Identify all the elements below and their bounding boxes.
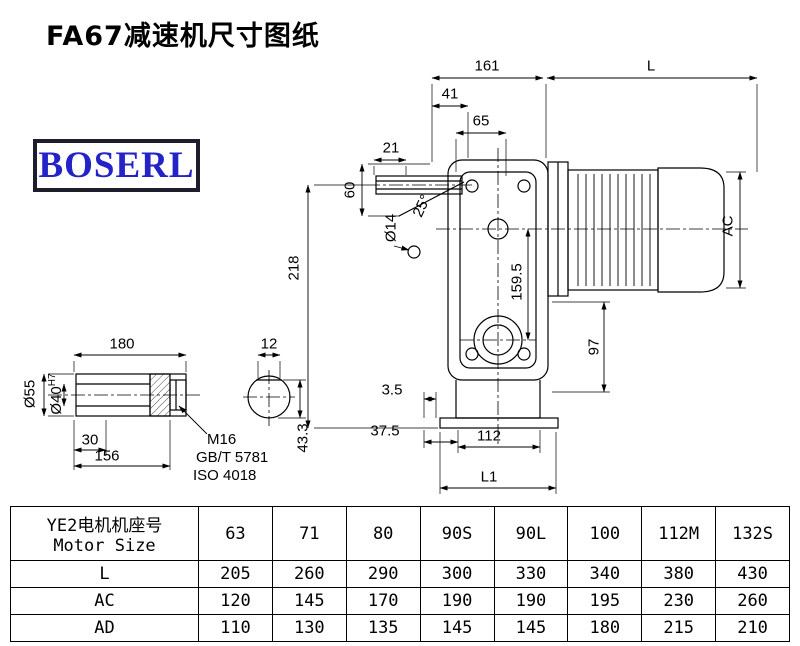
- table-cell: 260: [271, 560, 347, 588]
- dim-dia40-tolerance: H7: [47, 373, 58, 387]
- table-cell: 205: [198, 560, 273, 588]
- row-label: AC: [10, 587, 199, 615]
- page-title: FA67减速机尺寸图纸: [46, 21, 320, 52]
- table-cell: 120: [198, 587, 273, 615]
- dim-dia55: Ø55: [21, 379, 39, 409]
- dim-159-5: 159.5: [508, 263, 526, 301]
- dim-AC: AC: [719, 215, 737, 237]
- dim-180: 180: [109, 335, 135, 353]
- table-cell: 100: [567, 506, 643, 561]
- main-view-housing: [375, 159, 559, 429]
- table-cell: 340: [567, 560, 643, 588]
- table-cell: 90S: [419, 506, 495, 561]
- dim-65: 65: [472, 112, 490, 130]
- table-cell: 145: [271, 587, 347, 615]
- table-cell: 210: [715, 614, 790, 642]
- row-label: L: [10, 560, 199, 588]
- table-cell: 190: [493, 587, 569, 615]
- dim-dia14: Ø14: [382, 213, 400, 243]
- dim-dia40h7: Ø40H7: [47, 373, 65, 415]
- header-label-en: Motor Size: [53, 536, 156, 556]
- note-thread-m16: M16: [207, 431, 237, 448]
- dim-156: 156: [94, 447, 120, 465]
- dim-L: L: [646, 57, 656, 75]
- table-cell: 130: [271, 614, 347, 642]
- table-cell: 145: [419, 614, 495, 642]
- dim-161: 161: [474, 57, 500, 75]
- table-cell: 71: [271, 506, 347, 561]
- leader-lines: [178, 245, 410, 435]
- note-standard-gbt: GB/T 5781: [196, 449, 269, 466]
- gearbox-technical-drawing: [41, 75, 758, 494]
- dim-3-5: 3.5: [381, 381, 403, 399]
- table-cell: 135: [345, 614, 421, 642]
- motor-size-table: YE2电机机座号 Motor Size 63 71 80 90S 90L 100…: [10, 506, 790, 642]
- dim-37-5: 37.5: [370, 422, 400, 440]
- table-header-row: YE2电机机座号 Motor Size 63 71 80 90S 90L 100…: [10, 506, 790, 561]
- dim-60: 60: [341, 181, 359, 199]
- dim-12: 12: [260, 335, 278, 353]
- dim-112: 112: [477, 427, 501, 445]
- dim-30: 30: [81, 431, 99, 449]
- table-cell: 230: [641, 587, 717, 615]
- extension-lines: [48, 84, 758, 494]
- table-cell: 300: [419, 560, 495, 588]
- table-row-L: L 205 260 290 300 330 340 380 430: [10, 560, 790, 588]
- table-cell: 430: [715, 560, 790, 588]
- table-cell: 63: [198, 506, 273, 561]
- note-standard-iso: ISO 4018: [193, 467, 257, 484]
- dim-97: 97: [585, 338, 603, 356]
- header-label-cn: YE2电机机座号: [46, 516, 163, 536]
- shaft-detail: [75, 373, 187, 417]
- header-label-cell: YE2电机机座号 Motor Size: [10, 506, 199, 561]
- table-cell: 110: [198, 614, 273, 642]
- table-cell: 260: [715, 587, 790, 615]
- table-cell: 90L: [493, 506, 569, 561]
- table-cell: 215: [641, 614, 717, 642]
- table-cell: 180: [567, 614, 643, 642]
- motor-fins: [577, 174, 651, 286]
- table-cell: 330: [493, 560, 569, 588]
- dim-43-3: 43.3: [294, 423, 312, 453]
- keyway-detail: [247, 375, 291, 419]
- main-view-motor: [547, 161, 725, 297]
- row-label: AD: [10, 614, 199, 642]
- brand-logo: BOSERL: [33, 139, 200, 192]
- brand-logo-text: BOSERL: [38, 145, 195, 186]
- table-cell: 195: [567, 587, 643, 615]
- table-row-AC: AC 120 145 170 190 190 195 230 260: [10, 587, 790, 615]
- table-cell: 145: [493, 614, 569, 642]
- table-row-AD: AD 110 130 135 145 145 180 215 210: [10, 614, 790, 642]
- table-cell: 112M: [641, 506, 717, 561]
- dim-dia40-base: Ø40: [48, 386, 65, 415]
- table-cell: 80: [345, 506, 421, 561]
- dim-218: 218: [285, 255, 303, 281]
- table-cell: 170: [345, 587, 421, 615]
- table-cell: 132S: [715, 506, 790, 561]
- table-cell: 380: [641, 560, 717, 588]
- dimension-lines: [41, 75, 758, 491]
- dim-L1: L1: [480, 468, 498, 486]
- dim-41: 41: [441, 85, 459, 103]
- dim-21: 21: [382, 139, 400, 157]
- table-cell: 290: [345, 560, 421, 588]
- table-cell: 190: [419, 587, 495, 615]
